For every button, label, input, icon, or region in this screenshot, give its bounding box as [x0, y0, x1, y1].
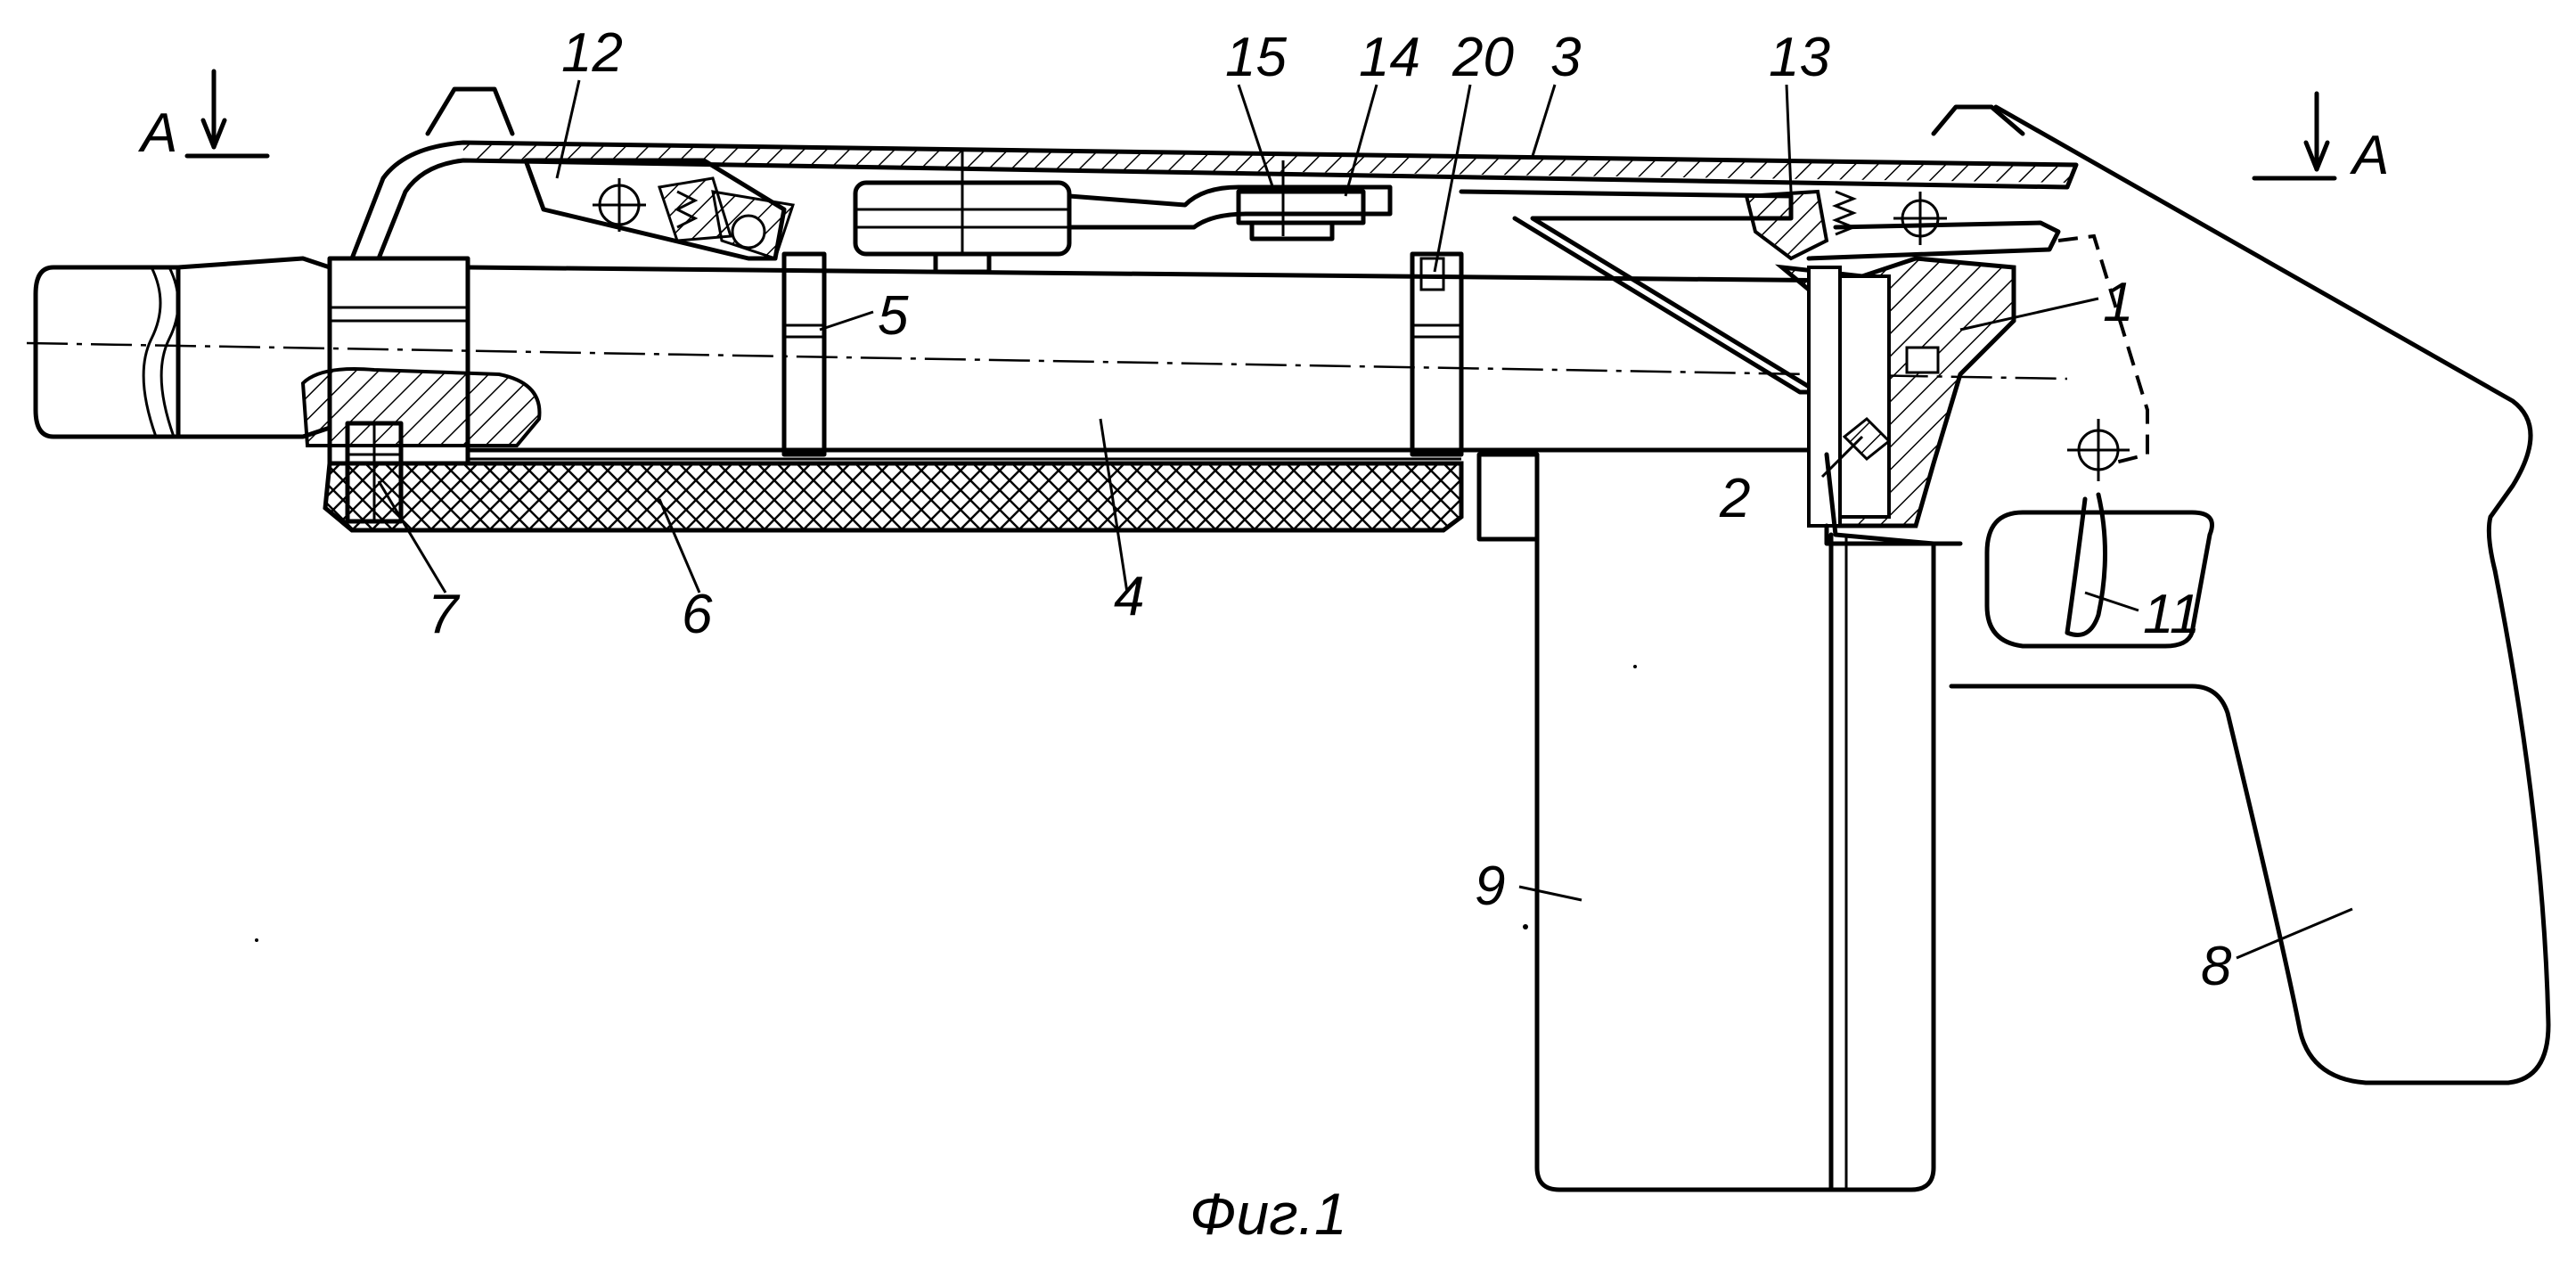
bolt-group	[1782, 258, 2014, 544]
label-part-3: 3	[1550, 27, 1581, 88]
speck	[255, 938, 258, 942]
speck	[1523, 924, 1528, 929]
ring-20	[1412, 254, 1461, 454]
label-part-7: 7	[428, 584, 461, 645]
label-part-1: 1	[2103, 272, 2133, 333]
label-part-5: 5	[878, 285, 909, 347]
label-part-4: 4	[1114, 566, 1144, 627]
label-part-2: 2	[1719, 468, 1750, 529]
label-part-11: 11	[2143, 584, 2200, 645]
section-label-left: A	[137, 102, 177, 164]
ring-5	[784, 254, 824, 454]
section-marker-right: A	[2254, 94, 2389, 186]
section-label-right: A	[2349, 125, 2389, 186]
label-part-12: 12	[561, 22, 623, 84]
label-part-14: 14	[1359, 27, 1420, 88]
figure-caption: Фиг.1	[1190, 1181, 1347, 1247]
front-block	[303, 258, 539, 463]
label-part-6: 6	[682, 584, 713, 645]
handguard	[325, 463, 1461, 530]
label-part-13: 13	[1769, 27, 1830, 88]
label-part-8: 8	[2201, 936, 2232, 997]
label-part-9: 9	[1475, 856, 1505, 917]
spring-13	[1746, 192, 2058, 258]
label-part-20: 20	[1452, 27, 1514, 88]
label-part-15: 15	[1225, 27, 1287, 88]
lever-12	[526, 160, 793, 258]
speck	[1633, 665, 1637, 668]
pistol-grip	[1951, 107, 2548, 1083]
magazine	[1479, 454, 1934, 1190]
section-marker-left: A	[137, 71, 267, 164]
